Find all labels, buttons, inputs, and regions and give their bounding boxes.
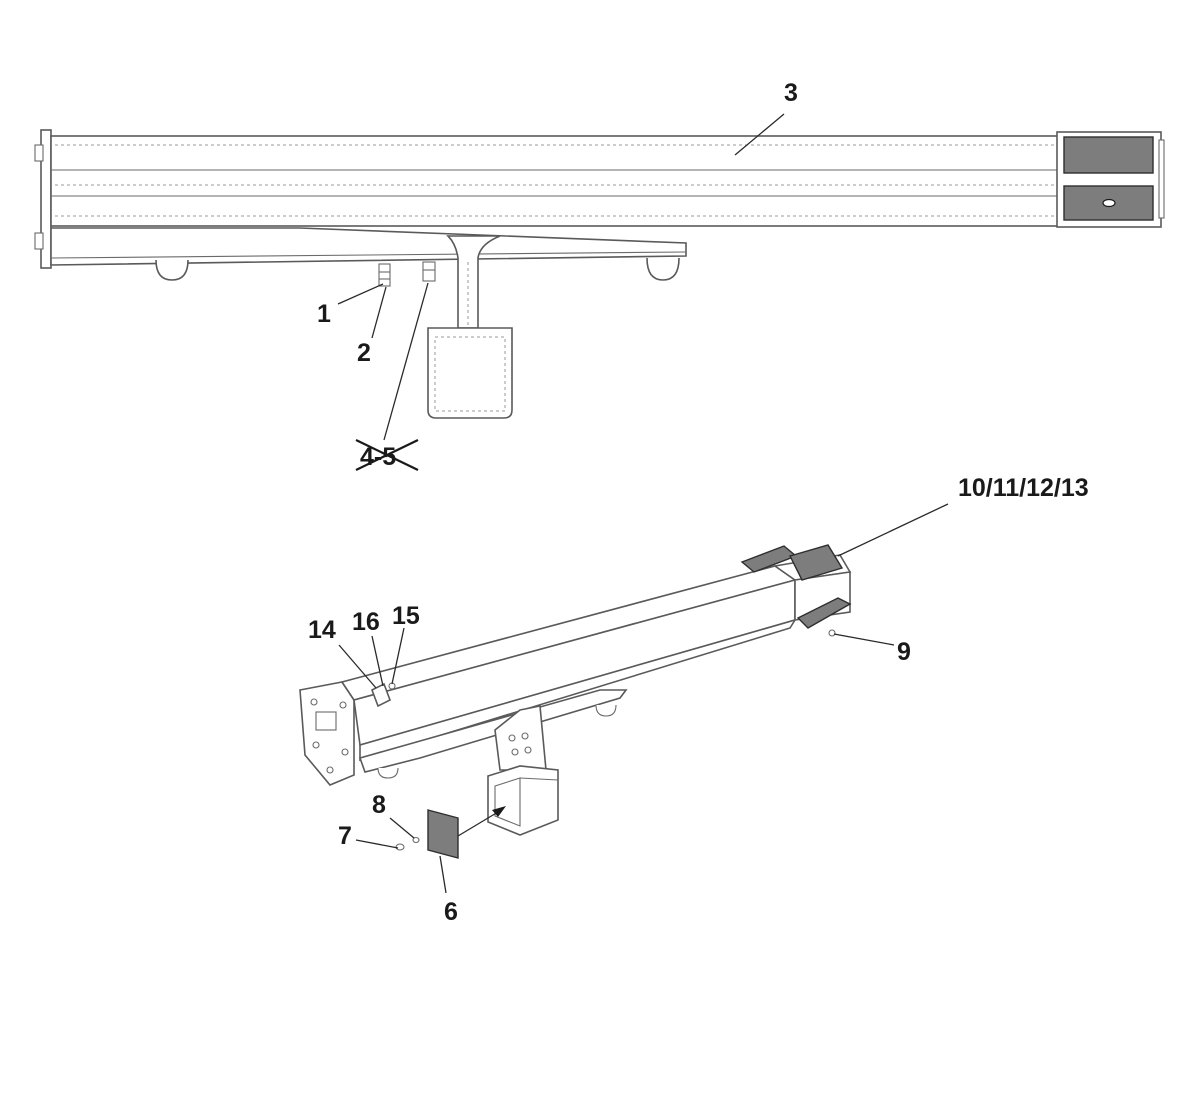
pad-hole [1102,198,1116,208]
assembly-arrow-line [457,811,499,837]
end-bolt-upper [34,144,44,162]
callout-4-5-strike-2 [355,439,419,471]
leader-1 [337,283,384,305]
iso-pad-item-12 [796,597,852,629]
iso-neck-hole-2 [521,732,529,740]
callout-15: 15 [392,602,420,630]
iso-tube-bottom [359,618,797,762]
callout-10-13: 10/11/12/13 [958,474,1089,502]
safety-loop-left [155,259,189,281]
iso-neck-hole-4 [524,746,532,754]
leader-6 [439,855,447,894]
safety-loop-right [646,257,680,281]
bolt-item-1 [378,263,391,287]
leader-10-13 [837,503,949,557]
iso-knob-item-14 [370,682,392,708]
iso-receiver-edge [519,777,559,781]
iso-plate-hole-5 [326,766,334,774]
iso-plate-hole-3 [312,741,320,749]
callout-9: 9 [897,638,911,666]
leader-9 [833,633,895,646]
leader-14 [338,644,377,689]
iso-screw-item-9 [828,629,836,637]
callout-6: 6 [444,898,458,926]
hitch-plate [427,327,513,419]
callout-14: 14 [308,616,336,644]
callout-labels: 3 1 2 4-5 10/11/12/13 14 16 15 9 8 7 6 [308,79,1089,926]
lower-beam [50,227,687,266]
end-pad-lower [1063,185,1154,221]
leader-lines [337,113,949,894]
leader-8 [389,817,415,839]
iso-pad-item-11 [788,544,844,581]
iso-safety-loop-left [377,767,399,779]
assembly-arrow-head [492,806,506,817]
leader-3 [734,113,785,156]
iso-view [299,544,852,859]
leader-16 [371,635,384,687]
callout-1: 1 [317,300,331,328]
end-pad-upper [1063,136,1154,174]
bolt-item-4 [422,261,436,282]
iso-plate-hole-1 [310,698,318,706]
callout-2: 2 [357,339,371,367]
end-bolt-lower [34,232,44,250]
callout-7: 7 [338,822,352,850]
iso-bolt-item-7 [395,843,405,851]
leader-2 [371,286,387,339]
iso-washer-item-8 [412,836,420,844]
iso-neck-hole-1 [508,734,516,742]
iso-lower-beam [358,689,628,773]
end-sleeve-lip [1158,139,1165,219]
crossbar-tube [50,135,1062,227]
iso-plate-window [315,711,337,731]
callout-3: 3 [784,79,798,107]
top-view [34,129,1165,419]
leader-15 [391,627,405,685]
leader-7 [355,839,399,849]
iso-neck-hole-3 [511,748,519,756]
callout-16: 16 [352,608,380,636]
iso-safety-loop-right [595,704,617,717]
iso-plate-hole-4 [341,748,349,756]
iso-receiver-opening [494,777,521,827]
iso-cover-plate-item-6 [427,809,459,859]
lower-beam-edge [50,251,687,259]
iso-plate-hole-2 [339,701,347,709]
callout-8: 8 [372,791,386,819]
leader-4-5 [383,282,429,441]
